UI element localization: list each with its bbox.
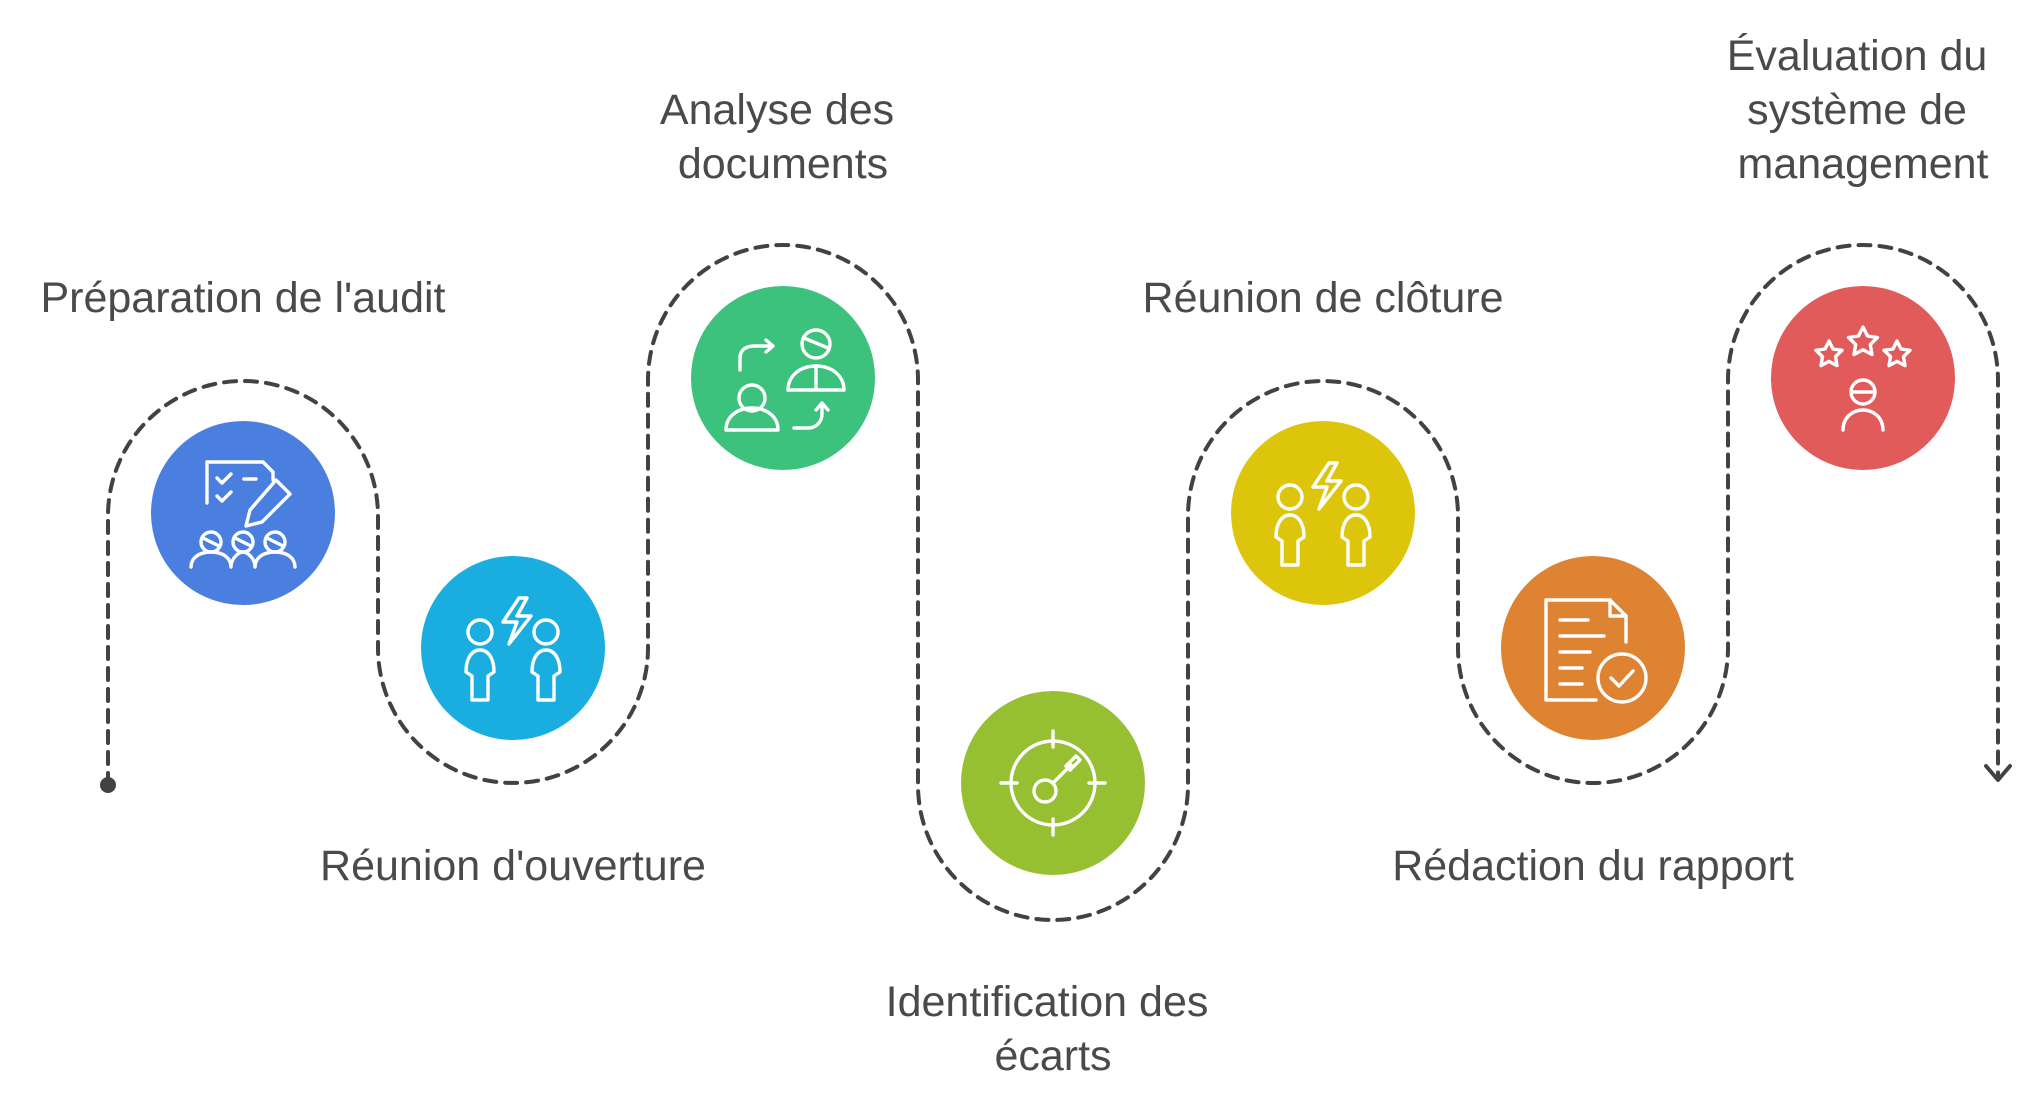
process-path <box>106 243 2000 922</box>
step-evaluation: Évaluation du système de management <box>1727 32 2000 470</box>
step-reunion-ouverture: Réunion d'ouverture <box>320 556 706 890</box>
target-gauge-icon <box>999 729 1107 837</box>
checklist-team-icon <box>189 460 297 569</box>
two-people-spark-icon <box>464 596 562 702</box>
step-analyse: Analyse des documents <box>660 86 906 470</box>
step-preparation: Préparation de l'audit <box>40 274 446 605</box>
path-start-dot <box>100 777 116 793</box>
step-ecarts: Identification des écarts <box>886 691 1221 1080</box>
two-people-spark-icon <box>1274 461 1372 567</box>
step-label: Analyse des documents <box>660 86 906 188</box>
step-label: Réunion de clôture <box>1143 274 1504 322</box>
document-check-icon <box>1544 598 1648 704</box>
step-label: Évaluation du système de management <box>1727 32 2000 188</box>
step-circle <box>1771 286 1955 470</box>
step-circle <box>151 421 335 605</box>
rating-stars-person-icon <box>1814 325 1912 432</box>
step-circle <box>1501 556 1685 740</box>
step-reunion-cloture: Réunion de clôture <box>1143 274 1504 605</box>
step-circle <box>1231 421 1415 605</box>
step-label: Réunion d'ouverture <box>320 842 706 890</box>
people-exchange-icon <box>724 328 846 432</box>
step-redaction: Rédaction du rapport <box>1392 556 1794 890</box>
path-end-arrow-icon <box>1984 764 2012 782</box>
step-circle <box>691 286 875 470</box>
step-label: Préparation de l'audit <box>40 274 445 322</box>
step-circle <box>421 556 605 740</box>
step-label: Rédaction du rapport <box>1392 842 1794 890</box>
step-label: Identification des écarts <box>886 978 1221 1080</box>
